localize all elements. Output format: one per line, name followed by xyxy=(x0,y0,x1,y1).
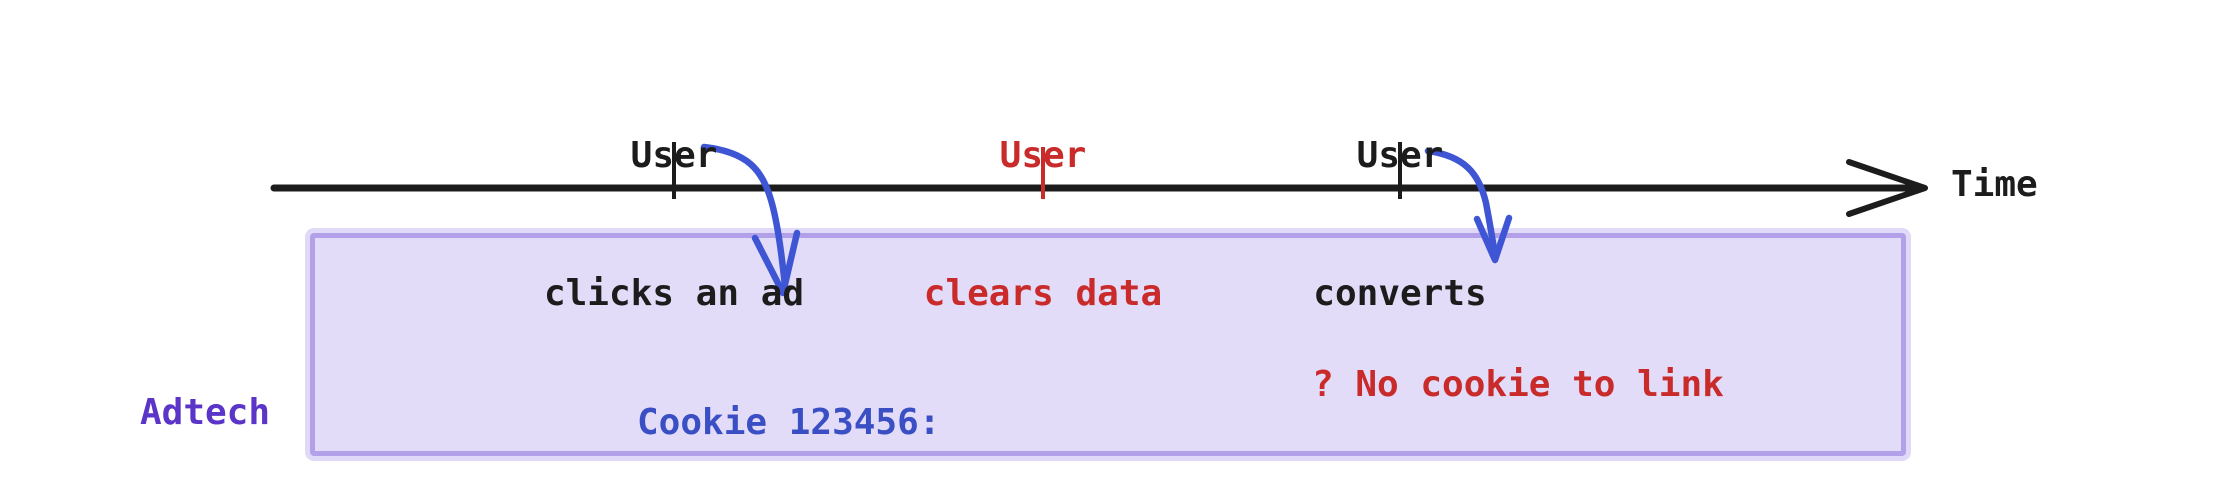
event-label-converts: User converts xyxy=(1313,41,1486,409)
no-conversion-note: ? No cookie to link this conversion to ⇒… xyxy=(1312,272,1724,498)
event-label-clears-data: User clears data xyxy=(924,41,1162,409)
event-label-line: User xyxy=(1356,135,1444,176)
lane-label-line: Adtech xyxy=(139,392,271,433)
cookie-note: Cookie 123456: Ad clicked xyxy=(637,308,940,498)
adtech-server-label: Adtech server xyxy=(140,298,270,498)
time-axis-label: Time xyxy=(1951,164,2038,205)
event-label-line: User xyxy=(999,135,1087,176)
no-conversion-note-line: ? No cookie to link xyxy=(1312,364,1724,405)
event-label-line: clears data xyxy=(923,273,1163,314)
event-label-line: converts xyxy=(1313,273,1487,314)
time-axis-arrowhead-icon xyxy=(1846,159,1928,217)
cookie-note-line: Cookie 123456: xyxy=(637,402,941,443)
adtech-server-box xyxy=(310,233,1906,456)
event-label-line: User xyxy=(630,135,718,176)
